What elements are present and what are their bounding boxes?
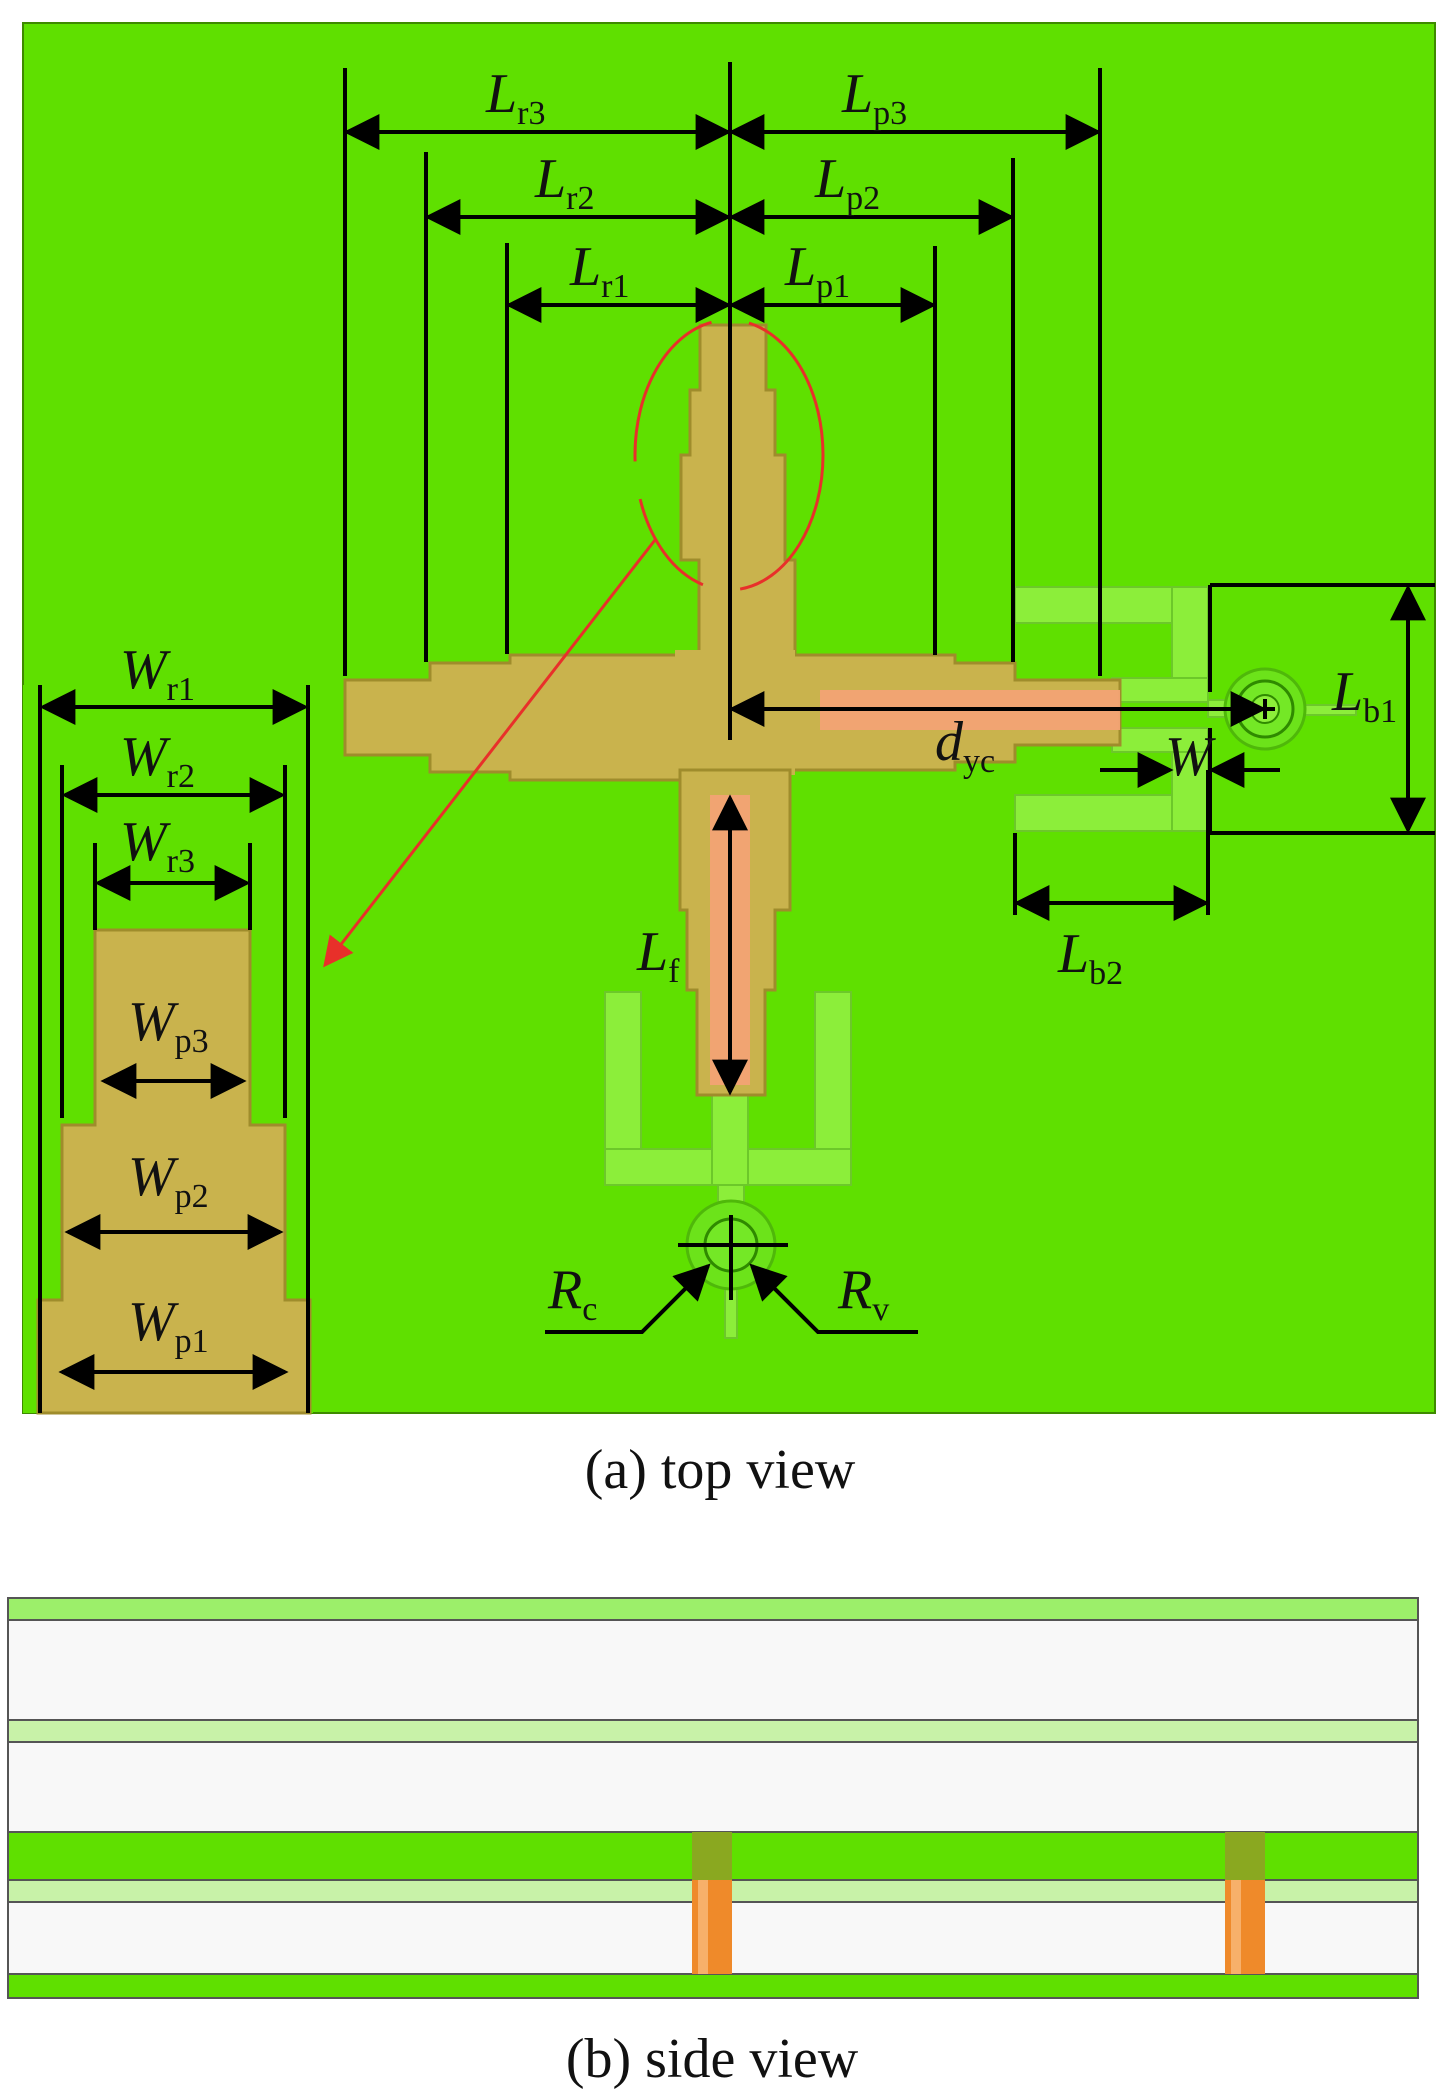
caption-side-view: (b) side view <box>566 2028 859 2090</box>
label-Lf: Lf <box>636 921 680 990</box>
label-Wp2: Wp2 <box>128 1146 209 1215</box>
caption-top-view: (a) top view <box>585 1439 856 1501</box>
side-bottom-layer <box>7 1973 1419 1999</box>
label-W: W <box>1165 726 1216 788</box>
side-top-thin-layer <box>7 1597 1419 1621</box>
side-mid-thin-layer <box>7 1719 1419 1743</box>
dimension-arrows <box>39 114 1426 1390</box>
label-Rv: Rv <box>837 1259 889 1328</box>
label-Lp3: Lp3 <box>841 63 907 132</box>
side-substrate-1 <box>7 1619 1419 1721</box>
label-Wp3: Wp3 <box>128 991 209 1060</box>
side-via-left <box>692 1832 732 1974</box>
label-Wr2: Wr2 <box>120 726 195 795</box>
label-Lb2: Lb2 <box>1057 923 1123 992</box>
dimension-labels: Lr3 Lr2 Lr1 Lp3 Lp2 Lp1 Lb1 Lb2 Lf dyc W… <box>120 63 1397 1360</box>
side-substrate-2 <box>7 1741 1419 1833</box>
patch-center <box>675 650 795 775</box>
side-view <box>7 1597 1419 1999</box>
label-Rc: Rc <box>547 1259 597 1328</box>
label-Wr3: Wr3 <box>120 811 195 880</box>
arrow-Rc <box>545 1263 711 1334</box>
feed-line-bottom <box>604 991 852 1339</box>
label-Lr2: Lr2 <box>534 148 594 217</box>
side-via-right <box>1225 1832 1265 1974</box>
arrow-Rv <box>749 1263 918 1334</box>
label-Lr3: Lr3 <box>485 63 545 132</box>
label-Wr1: Wr1 <box>120 639 195 708</box>
label-dyc: dyc <box>935 711 995 780</box>
label-Lp2: Lp2 <box>814 148 880 217</box>
top-view: Lr3 Lr2 Lr1 Lp3 Lp2 Lp1 Lb1 Lb2 Lf dyc W… <box>22 22 1436 1501</box>
zoom-ellipse <box>633 318 825 592</box>
label-Wp1: Wp1 <box>128 1291 209 1360</box>
zoom-arrow <box>323 539 657 968</box>
label-Lp1: Lp1 <box>784 236 850 305</box>
label-Lb1: Lb1 <box>1331 661 1397 730</box>
label-Lr1: Lr1 <box>569 236 629 305</box>
